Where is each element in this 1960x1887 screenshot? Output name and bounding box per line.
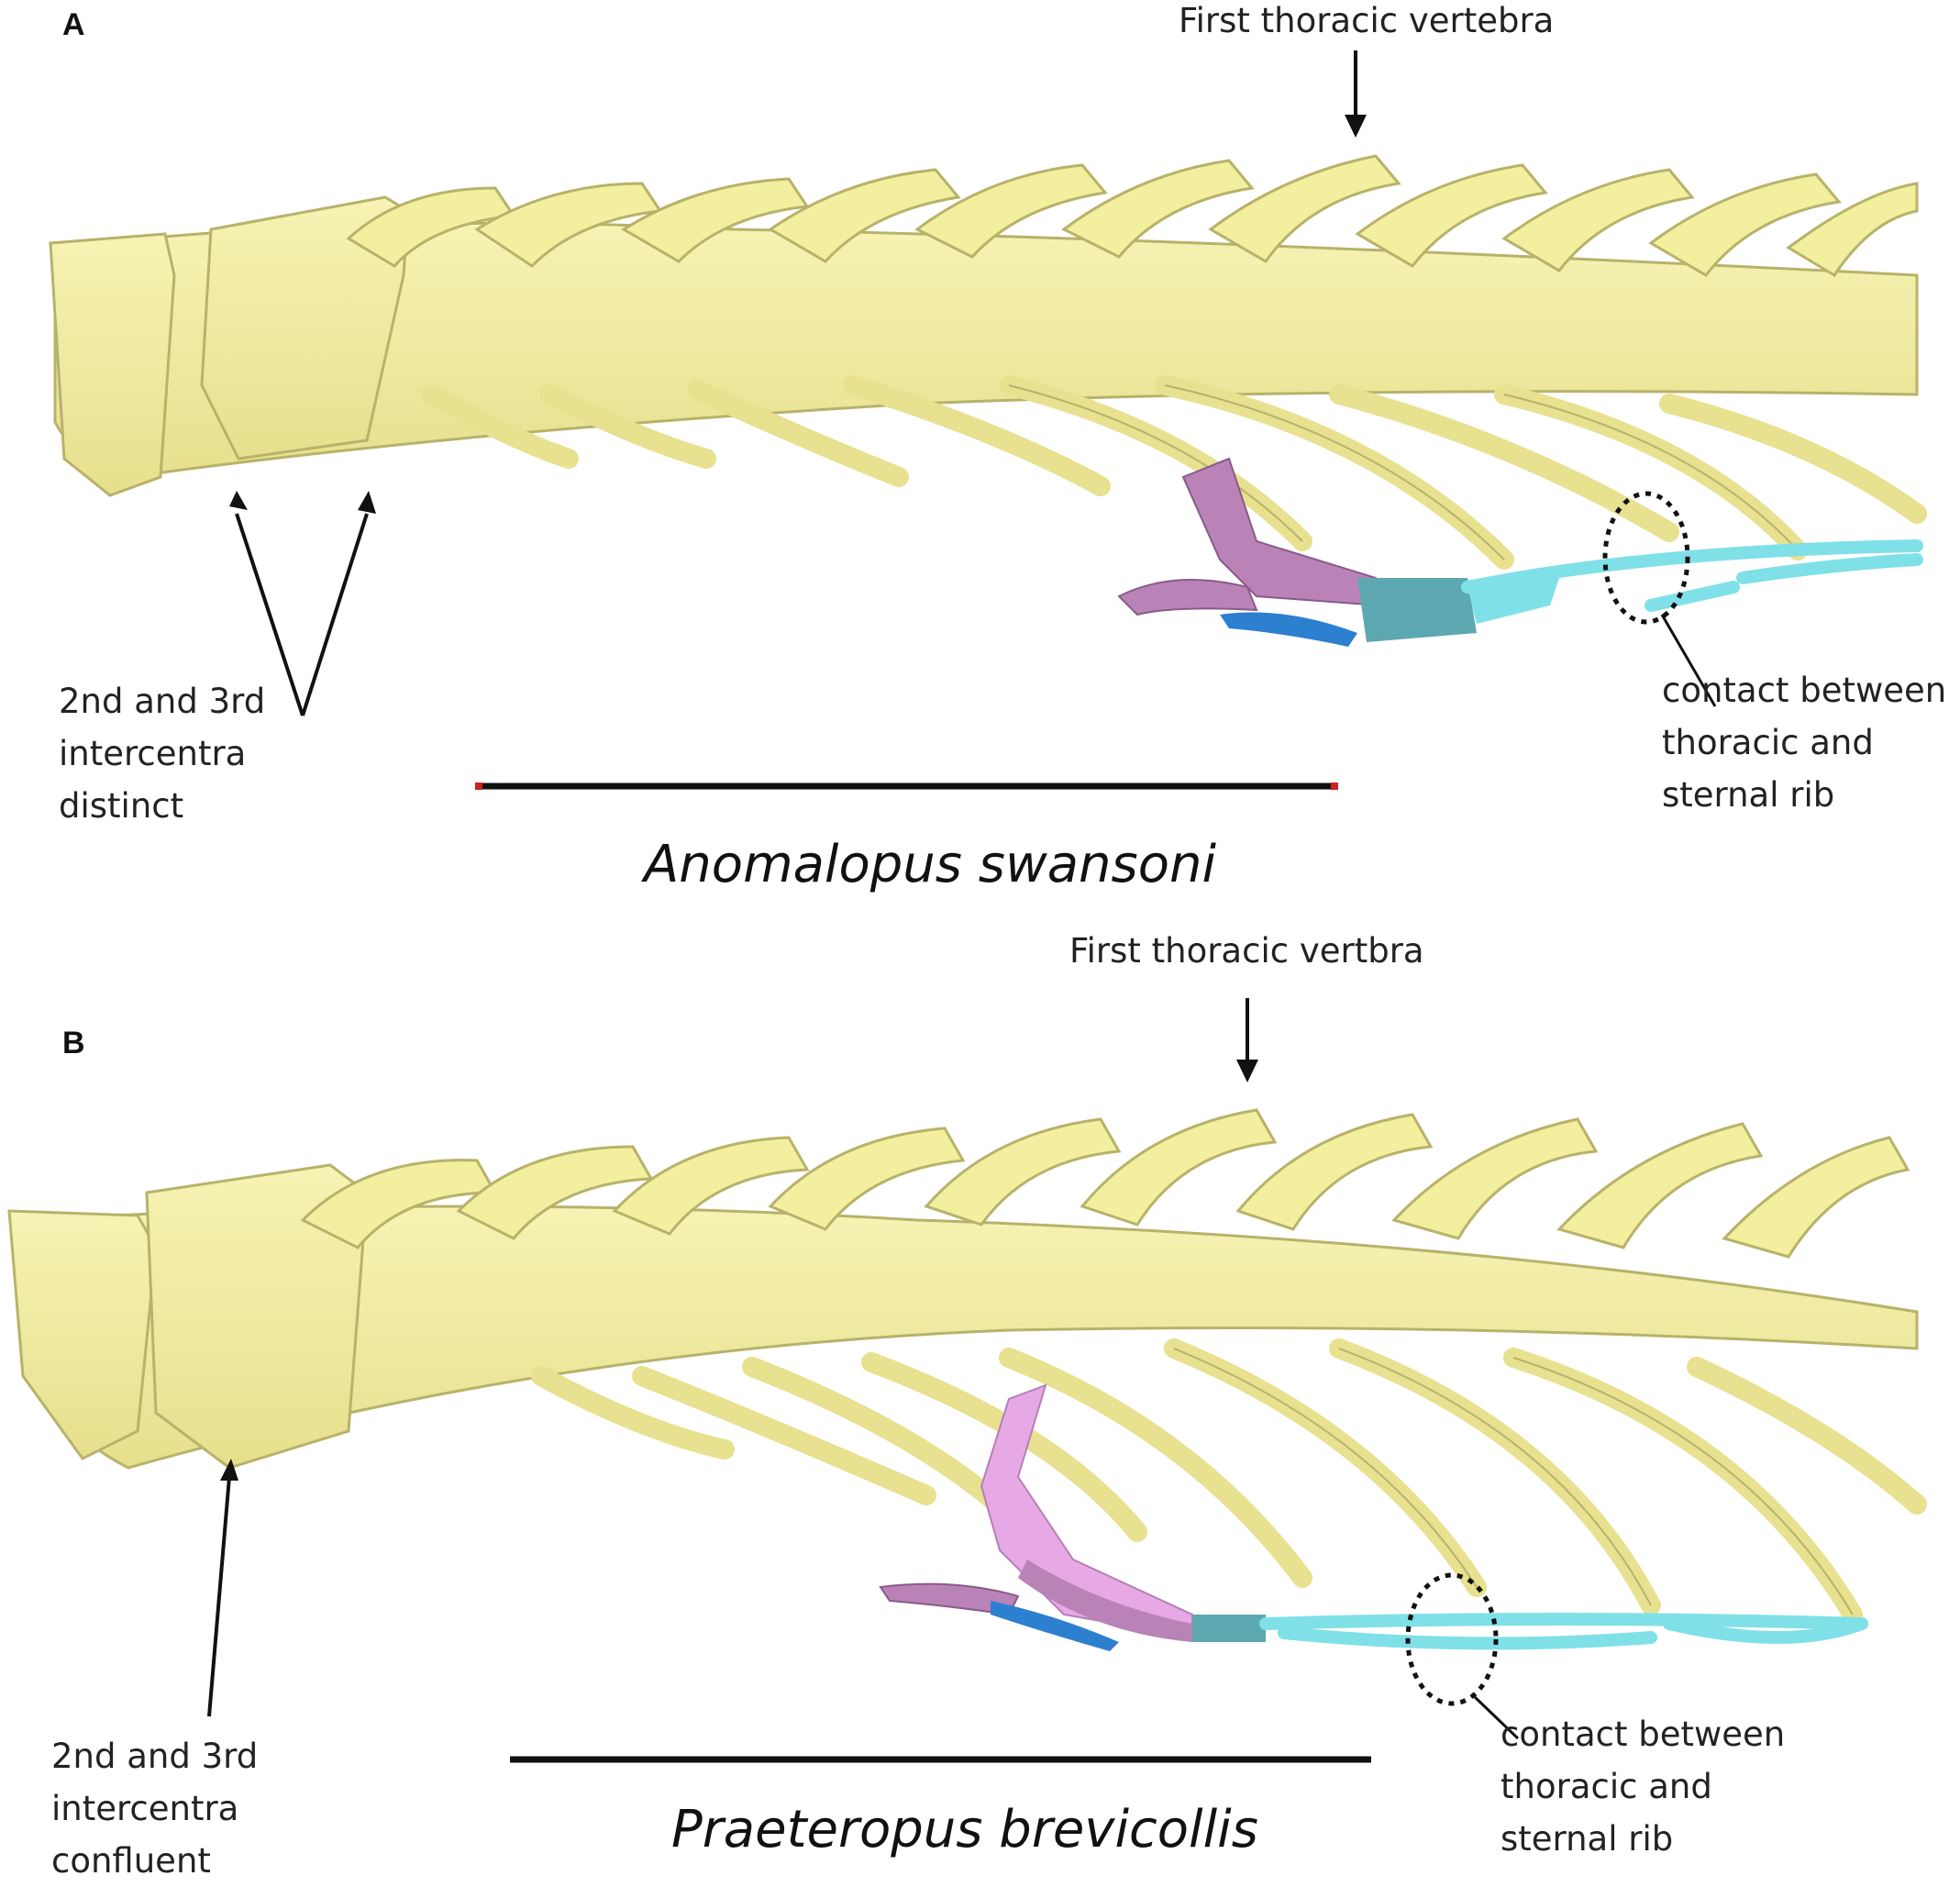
neural-spines-a (346, 154, 1919, 278)
vertebral-column-a (49, 195, 1919, 497)
panel-letter-a: A (62, 7, 85, 42)
label-line: intercentra (59, 734, 247, 773)
rib-outlines-b (1173, 1348, 1854, 1615)
label-line: thoracic and (1500, 1767, 1712, 1806)
scale-bar-end-left-a (475, 783, 482, 790)
annotations-b (207, 998, 1520, 1740)
arrow-head (229, 491, 248, 510)
contact-leader-b (1473, 1695, 1520, 1740)
spine-render-a (49, 50, 1927, 790)
panel-b: B First thoracic vertbra 2nd and 3rd int… (0, 917, 1960, 1881)
first-thoracic-label-b: First thoracic vertbra (1069, 931, 1424, 971)
arrow-head (220, 1459, 238, 1481)
label-line: thoracic and (1662, 723, 1874, 762)
label-line: confluent (51, 1841, 211, 1881)
intercentra-label-b: 2nd and 3rd intercentra confluent (51, 1730, 258, 1887)
spine-render-b (7, 998, 1927, 1763)
arrow-head (1236, 1060, 1258, 1082)
label-line: sternal rib (1500, 1819, 1674, 1859)
contact-circle-a (1602, 491, 1690, 625)
scale-bar-end-right-a (1331, 783, 1338, 790)
arrow-head (1345, 115, 1367, 138)
sternal-ribs-a (1461, 539, 1923, 612)
neural-spines-b (300, 1108, 1910, 1259)
rib-outlines-a (1008, 384, 1799, 561)
contact-label-a: contact between thoracic and sternal rib (1662, 664, 1946, 821)
contact-leader-a (1660, 614, 1717, 707)
vertebral-column-b (7, 1163, 1919, 1470)
sternal-complex-b (879, 1383, 1266, 1651)
panel-letter-b: B (62, 1026, 85, 1060)
ribs-b (531, 1338, 1927, 1625)
intercentra-arrow-right-a (301, 513, 369, 716)
label-line: contact between (1662, 671, 1947, 710)
species-name-b: Praeteropus brevicollis (671, 1800, 1258, 1859)
label-line: 2nd and 3rd (59, 682, 266, 721)
species-name-a: Anomalopus swansoni (644, 835, 1217, 894)
contact-circle-b (1405, 1572, 1499, 1706)
label-line: intercentra (51, 1789, 239, 1828)
label-line: 2nd and 3rd (51, 1737, 259, 1776)
intercentra-arrow-left-a (235, 513, 305, 716)
intercentra-arrow-b (207, 1476, 231, 1717)
arrow-head (358, 491, 376, 514)
label-line: distinct (59, 786, 184, 826)
label-line: sternal rib (1662, 775, 1835, 815)
first-thoracic-label-a: First thoracic vertebra (1179, 1, 1555, 40)
sternal-complex-a (1117, 457, 1559, 647)
annotations-a (229, 50, 1717, 716)
contact-label-b: contact between thoracic and sternal rib (1500, 1708, 1785, 1865)
sternal-ribs-b (1259, 1613, 1868, 1650)
panel-a: A First thoracic vertebra 2nd and 3rd in… (0, 0, 1960, 917)
intercentra-label-a: 2nd and 3rd intercentra distinct (59, 675, 265, 832)
label-line: contact between (1500, 1715, 1786, 1754)
